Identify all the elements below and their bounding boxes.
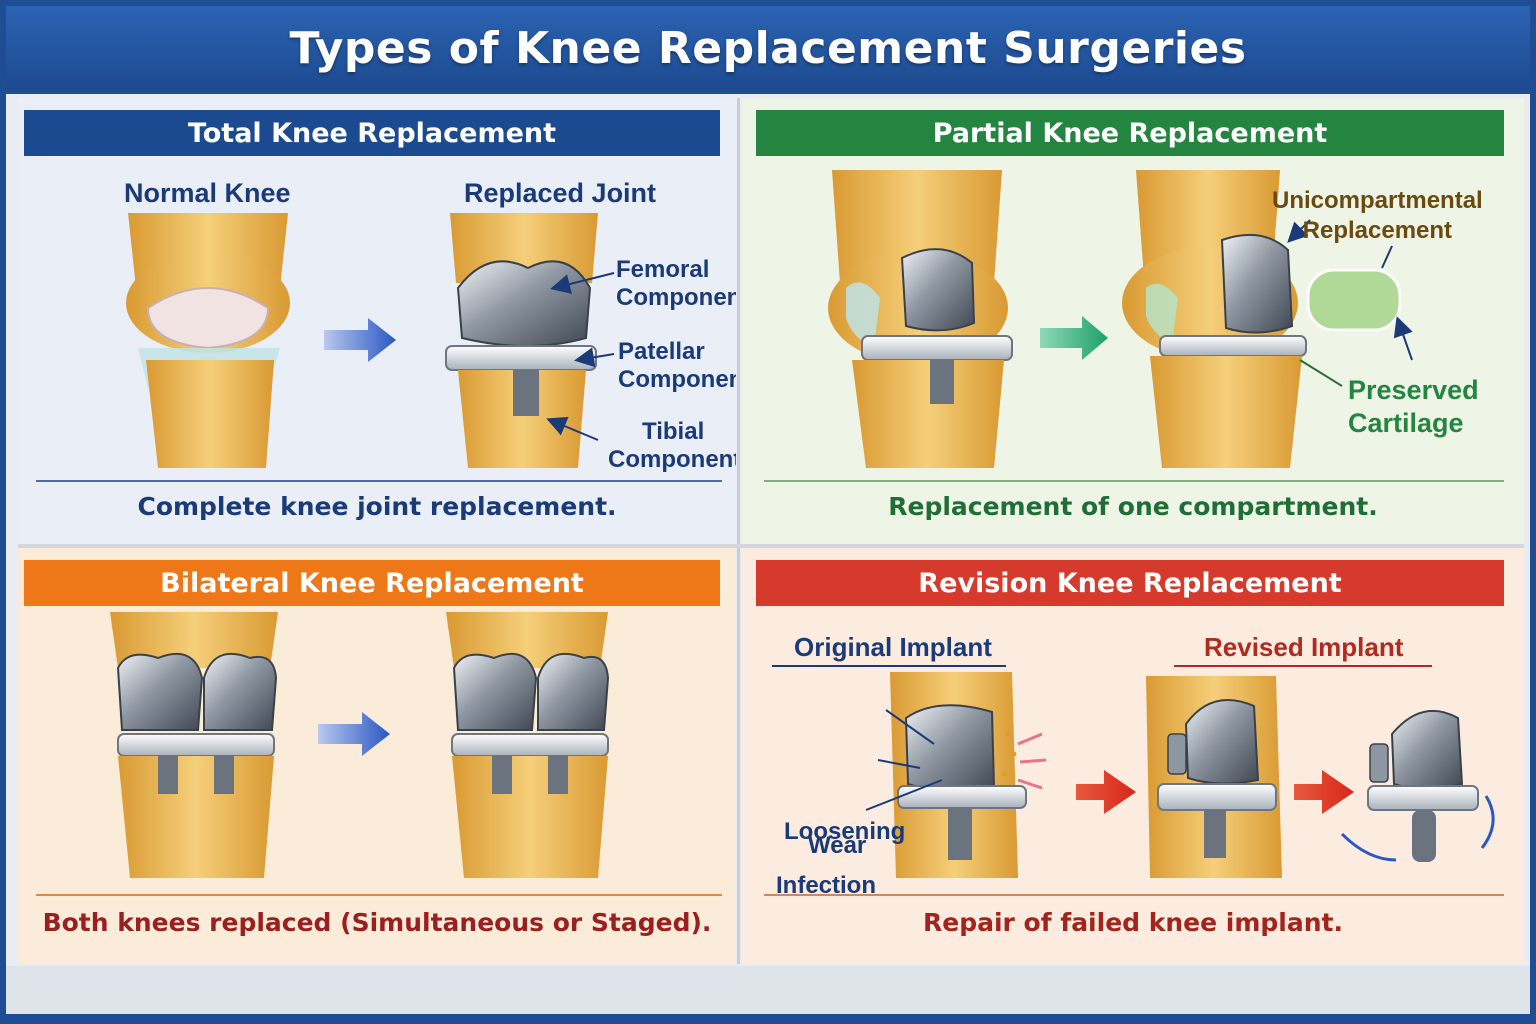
uni-line-1: Unicompartmental	[1272, 187, 1483, 214]
bilateral-after-figure	[446, 612, 610, 878]
vertical-divider	[737, 98, 740, 964]
page-title: Types of Knee Replacement Surgeries	[289, 22, 1247, 74]
revision-arrow-1	[1076, 770, 1136, 814]
total-header: Total Knee Replacement	[24, 110, 720, 156]
original-implant-figure	[890, 672, 1047, 878]
femoral-component-callout: Femoral Component	[616, 256, 736, 312]
panel-revision-knee-replacement: Revision Knee Replacement Original Impla…	[742, 548, 1524, 964]
partial-knee-illustration	[828, 170, 1413, 468]
unicompartmental-callout: Unicompartmental Replacement	[1272, 186, 1483, 246]
partial-rule	[764, 480, 1504, 482]
bilateral-rule	[36, 894, 722, 896]
total-rule	[36, 480, 722, 482]
partial-after-figure	[1122, 170, 1402, 468]
revised-implant-label: Revised Implant	[1204, 632, 1404, 662]
bilateral-caption: Both knees replaced (Simultaneous or Sta…	[42, 908, 712, 937]
revision-caption: Repair of failed knee implant.	[922, 908, 1343, 937]
panel-partial-knee-replacement: Partial Knee Replacement	[742, 98, 1524, 544]
tibial-line-2: Component	[608, 446, 736, 473]
horizontal-divider	[18, 544, 1524, 548]
bilateral-header: Bilateral Knee Replacement	[24, 560, 720, 606]
revision-header: Revision Knee Replacement	[756, 560, 1504, 606]
wear-callout: Wear	[808, 832, 867, 859]
normal-knee-figure	[126, 213, 290, 468]
total-caption: Complete knee joint replacement.	[137, 492, 617, 521]
uni-line-2: Replacement	[1302, 217, 1453, 244]
partial-before-figure	[828, 170, 1013, 468]
partial-header: Partial Knee Replacement	[756, 110, 1504, 156]
original-implant-label: Original Implant	[794, 632, 992, 662]
replaced-joint-label: Replaced Joint	[464, 178, 657, 208]
tibial-line-1: Tibial	[642, 418, 705, 445]
femoral-line-2: Component	[616, 284, 736, 311]
loosening-callout: Loosening	[784, 818, 906, 845]
patellar-component-callout: Patellar Component	[618, 338, 736, 394]
panel-bilateral-knee-replacement: Bilateral Knee Replacement	[18, 548, 736, 964]
bilateral-before-figure	[110, 612, 278, 878]
content-area: Total Knee Replacement Normal Knee Repla…	[6, 94, 1530, 1014]
preserved-line-2: Cartilage	[1348, 408, 1464, 438]
total-arrow	[324, 318, 396, 362]
normal-knee-label: Normal Knee	[124, 178, 291, 208]
title-bar: Types of Knee Replacement Surgeries	[6, 6, 1530, 90]
patellar-line-1: Patellar	[618, 338, 705, 365]
bilateral-arrow	[318, 712, 390, 756]
revision-knee-illustration	[772, 665, 1495, 878]
revision-rule	[764, 894, 1504, 896]
revision-arrow-2	[1294, 770, 1354, 814]
bilateral-knee-illustration	[110, 612, 610, 878]
bottom-strip	[6, 966, 1530, 1014]
tibial-component-callout: Tibial Component	[608, 418, 736, 474]
patellar-line-2: Component	[618, 366, 736, 393]
revised-implant-figure	[1146, 676, 1282, 878]
femoral-line-1: Femoral	[616, 256, 710, 283]
total-knee-illustration	[126, 213, 615, 468]
panel-total-knee-replacement: Total Knee Replacement Normal Knee Repla…	[18, 98, 736, 544]
revised-component-figure	[1340, 709, 1495, 862]
partial-arrow	[1040, 316, 1108, 360]
preserved-cartilage-callout: Preserved Cartilage	[1348, 374, 1479, 440]
partial-caption: Replacement of one compartment.	[888, 492, 1378, 521]
preserved-line-1: Preserved	[1348, 375, 1479, 405]
